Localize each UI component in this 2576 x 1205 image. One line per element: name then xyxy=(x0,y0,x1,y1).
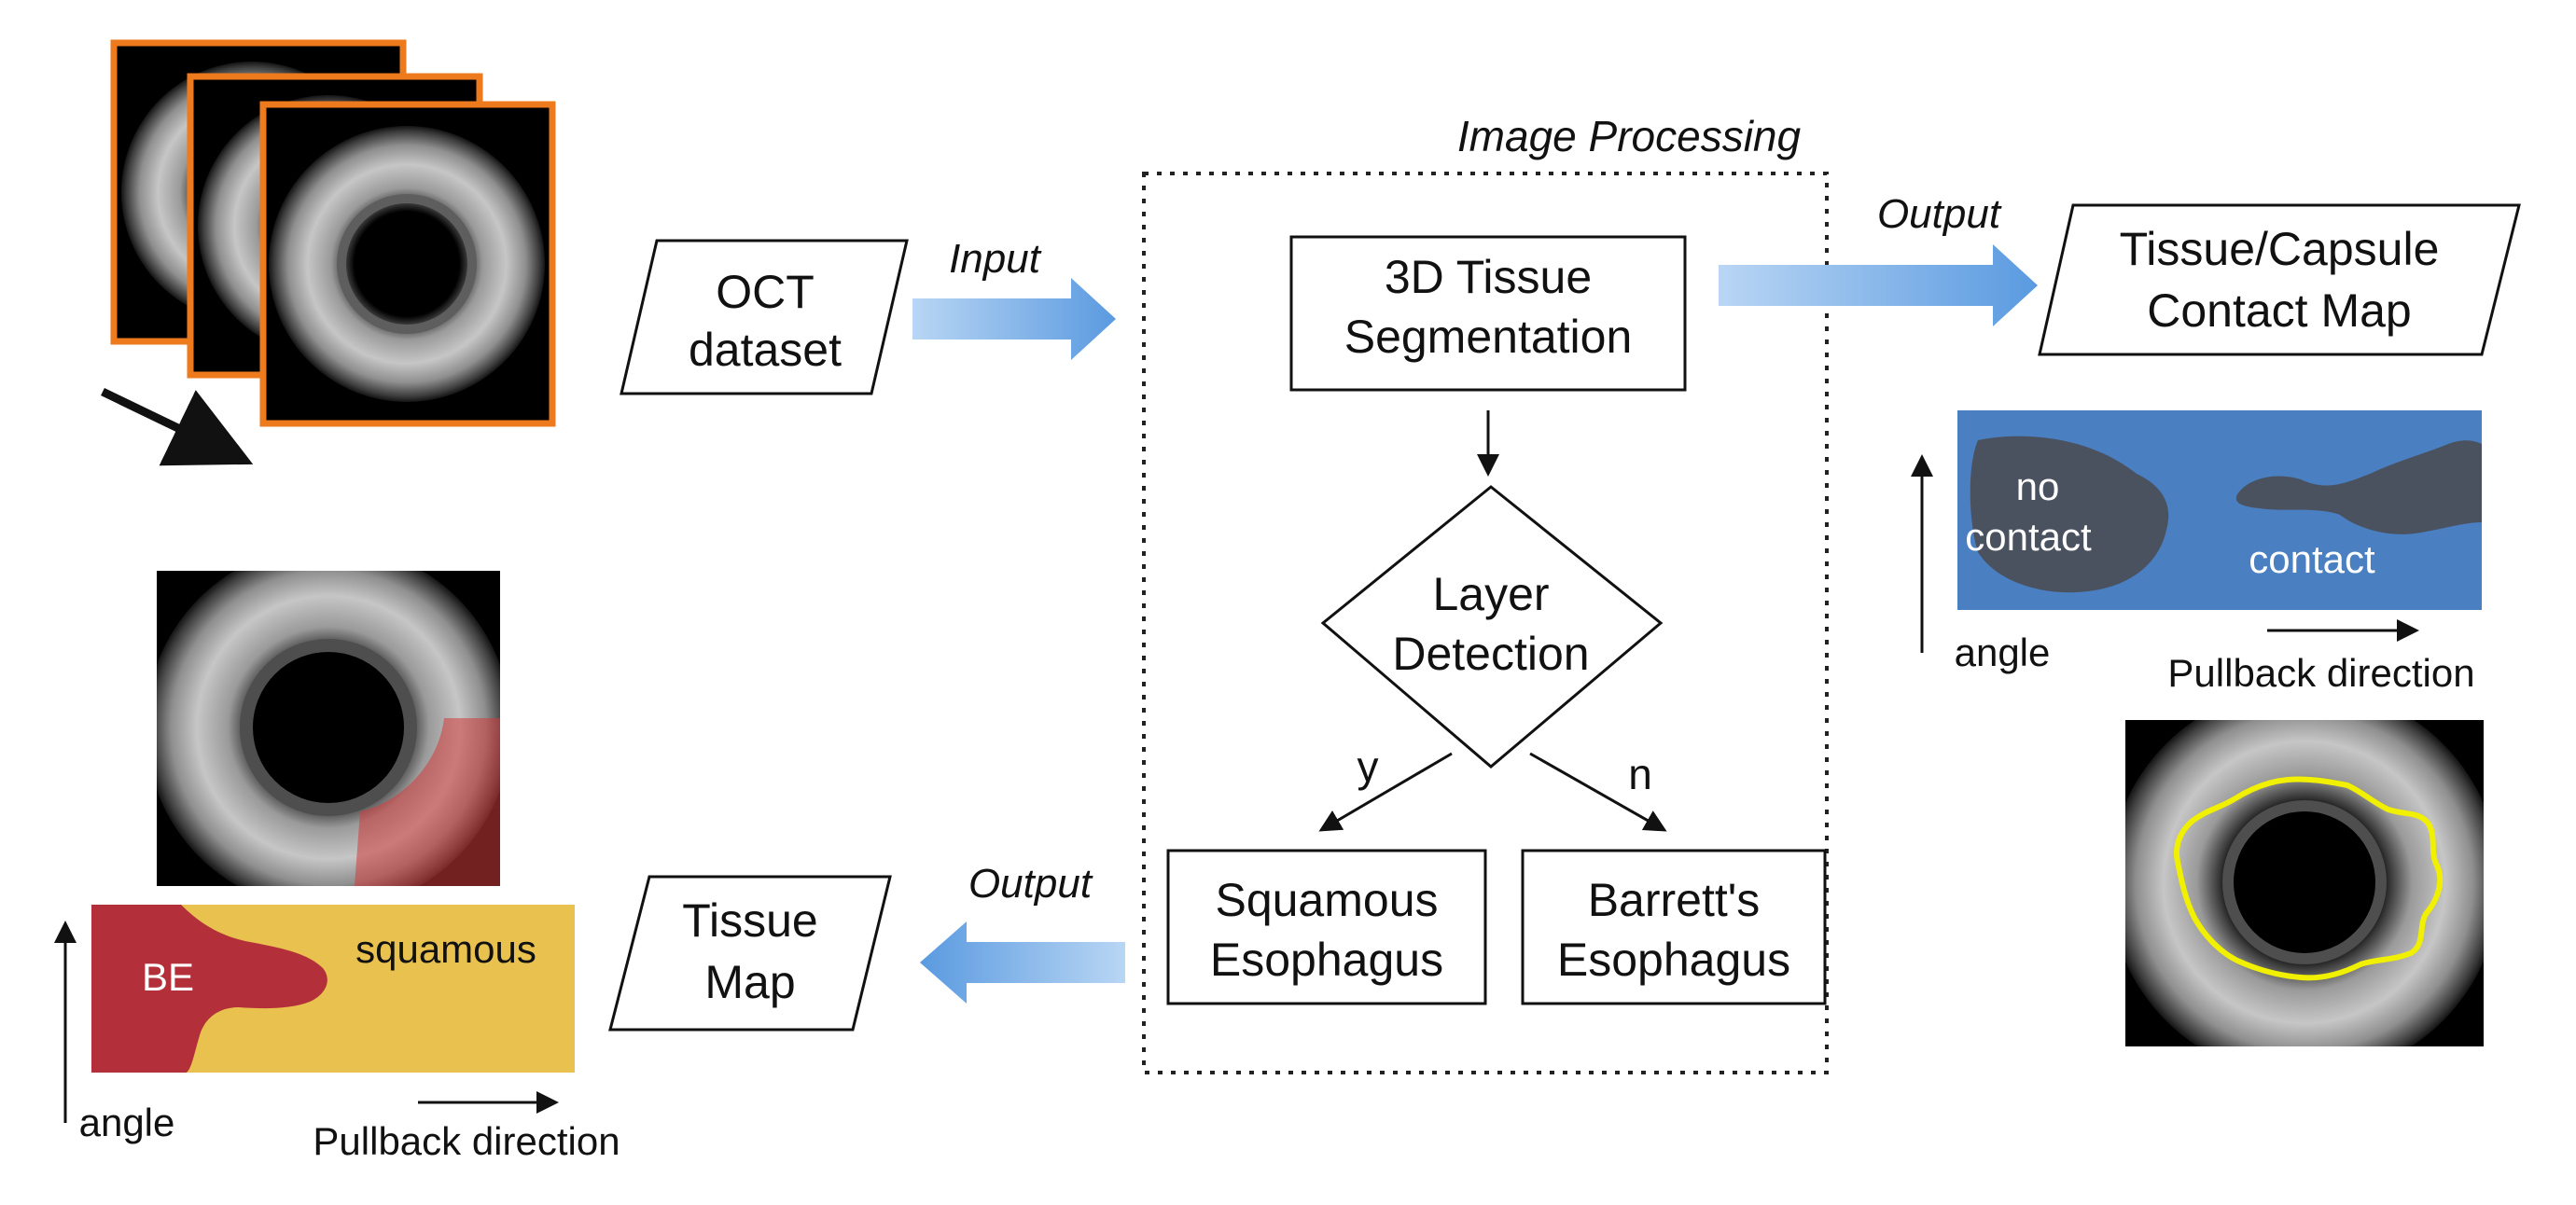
image-processing-title: Image Processing xyxy=(1457,112,1802,160)
input-arrow: Input xyxy=(912,236,1116,360)
yes-label: y xyxy=(1358,742,1379,791)
no-contact-label-line2: contact xyxy=(1965,515,2092,559)
tissue-map: BE squamous angle Pullback direction xyxy=(54,905,620,1163)
be-region xyxy=(91,905,327,1073)
squamous-label-line2: Esophagus xyxy=(1210,934,1443,986)
oct-dataset-box: OCT dataset xyxy=(620,239,909,395)
image-processing-region: Image Processing 3D Tissue Segmentation … xyxy=(1142,112,1829,1074)
be-overlay-oct-image xyxy=(157,571,500,886)
contact-map-angle-label: angle xyxy=(1955,630,2051,674)
oct-image-stack xyxy=(101,39,556,466)
no-branch-arrow xyxy=(1529,752,1667,832)
output-bottom-arrow-label: Output xyxy=(968,861,1093,907)
segmentation-label-line1: 3D Tissue xyxy=(1385,251,1592,303)
output-bottom-arrow: Output xyxy=(920,861,1125,1004)
contact-map-pullback-label: Pullback direction xyxy=(2167,651,2474,695)
tissue-map-pullback-label: Pullback direction xyxy=(313,1119,620,1163)
contact-map-output-line1: Tissue/Capsule xyxy=(2120,223,2440,275)
segmentation-contour xyxy=(2174,776,2444,981)
output-top-arrow: Output xyxy=(1719,191,2038,326)
barretts-label-line1: Barrett's xyxy=(1588,874,1761,926)
contact-map-output-line2: Contact Map xyxy=(2147,284,2411,337)
no-label: n xyxy=(1628,750,1652,798)
oct-dataset-label-line1: OCT xyxy=(716,266,815,318)
stack-direction-arrow xyxy=(101,387,254,466)
contact-map-output-box: Tissue/Capsule Contact Map xyxy=(2038,203,2521,356)
segmented-oct-image xyxy=(2125,720,2484,1046)
squamous-label-line1: Squamous xyxy=(1215,874,1438,926)
layer-detection-decision: Layer Detection xyxy=(1320,485,1664,769)
tissue-map-output-line2: Map xyxy=(704,956,795,1008)
tissue-map-angle-label: angle xyxy=(79,1101,175,1144)
no-contact-label-line1: no xyxy=(2016,464,2060,508)
no-contact-region xyxy=(1970,436,2169,593)
output-top-arrow-label: Output xyxy=(1877,191,2002,237)
yes-branch-arrow xyxy=(1318,752,1453,832)
be-overlay-sector xyxy=(355,718,500,886)
decision-label-line2: Detection xyxy=(1392,628,1589,680)
segmentation-box: 3D Tissue Segmentation xyxy=(1289,235,1687,392)
decision-label-line1: Layer xyxy=(1432,568,1549,620)
oct-dataset-label-line2: dataset xyxy=(689,324,842,376)
tissue-map-output-box: Tissue Map xyxy=(608,875,892,1032)
squamous-esophagus-box: Squamous Esophagus xyxy=(1166,849,1487,1005)
segmentation-label-line2: Segmentation xyxy=(1344,311,1633,363)
oct-frame-front xyxy=(259,101,556,427)
contact-shadow-region xyxy=(2235,440,2482,534)
squamous-map-label: squamous xyxy=(355,927,536,971)
be-label: BE xyxy=(142,955,194,999)
input-arrow-label: Input xyxy=(949,236,1042,282)
contact-label: contact xyxy=(2249,537,2375,581)
tissue-map-output-line1: Tissue xyxy=(682,894,817,947)
contact-map: no contact contact angle Pullback direct… xyxy=(1911,410,2482,695)
barretts-label-line2: Esophagus xyxy=(1557,934,1790,986)
barretts-esophagus-box: Barrett's Esophagus xyxy=(1521,849,1827,1005)
